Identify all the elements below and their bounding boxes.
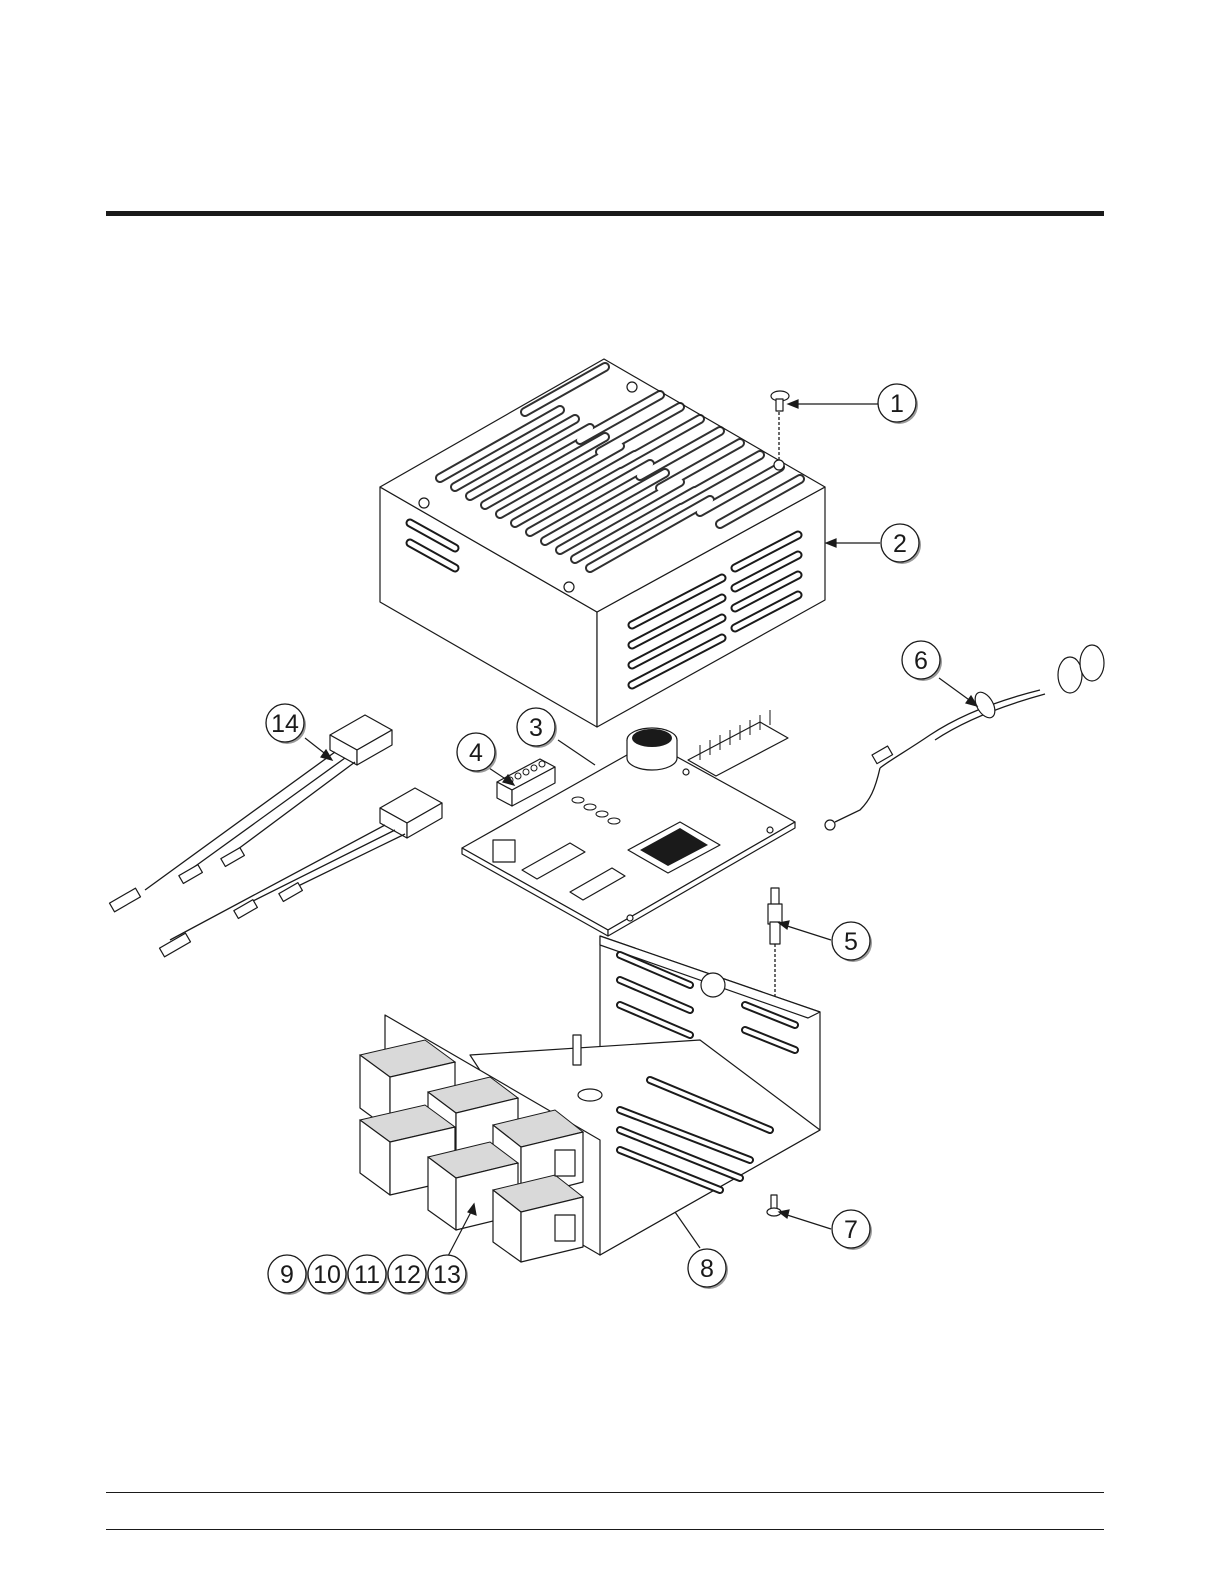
svg-text:14: 14 — [271, 710, 299, 738]
svg-text:6: 6 — [914, 647, 928, 675]
callout-12: 12 — [388, 1255, 428, 1295]
screw-top — [771, 391, 789, 462]
svg-text:9: 9 — [280, 1261, 294, 1289]
callout-10: 10 — [308, 1255, 348, 1295]
svg-text:13: 13 — [433, 1261, 461, 1289]
callout-1: 1 — [878, 384, 918, 424]
wire-harness — [825, 645, 1104, 830]
svg-text:3: 3 — [529, 714, 543, 742]
callout-13: 13 — [428, 1255, 468, 1295]
control-board — [462, 710, 795, 936]
svg-text:1: 1 — [890, 390, 904, 418]
callout-11: 11 — [348, 1255, 388, 1295]
svg-text:5: 5 — [844, 928, 858, 956]
callout-9: 9 — [268, 1255, 308, 1295]
svg-text:12: 12 — [393, 1261, 421, 1289]
top-cover — [380, 359, 825, 727]
callout-3: 3 — [517, 708, 557, 748]
callout-8: 8 — [688, 1249, 728, 1289]
svg-text:10: 10 — [313, 1261, 341, 1289]
svg-text:4: 4 — [469, 739, 483, 767]
svg-text:8: 8 — [700, 1255, 714, 1283]
svg-text:2: 2 — [893, 530, 907, 558]
callout-4: 4 — [457, 733, 497, 773]
wired-connectors — [110, 715, 442, 957]
callout-14: 14 — [266, 704, 306, 744]
screw-bottom — [767, 1195, 781, 1216]
callout-6: 6 — [902, 641, 942, 681]
svg-text:11: 11 — [354, 1261, 380, 1289]
callout-5: 5 — [832, 922, 872, 962]
callout-2: 2 — [881, 524, 921, 564]
svg-text:7: 7 — [844, 1216, 858, 1244]
callout-7: 7 — [832, 1210, 872, 1250]
